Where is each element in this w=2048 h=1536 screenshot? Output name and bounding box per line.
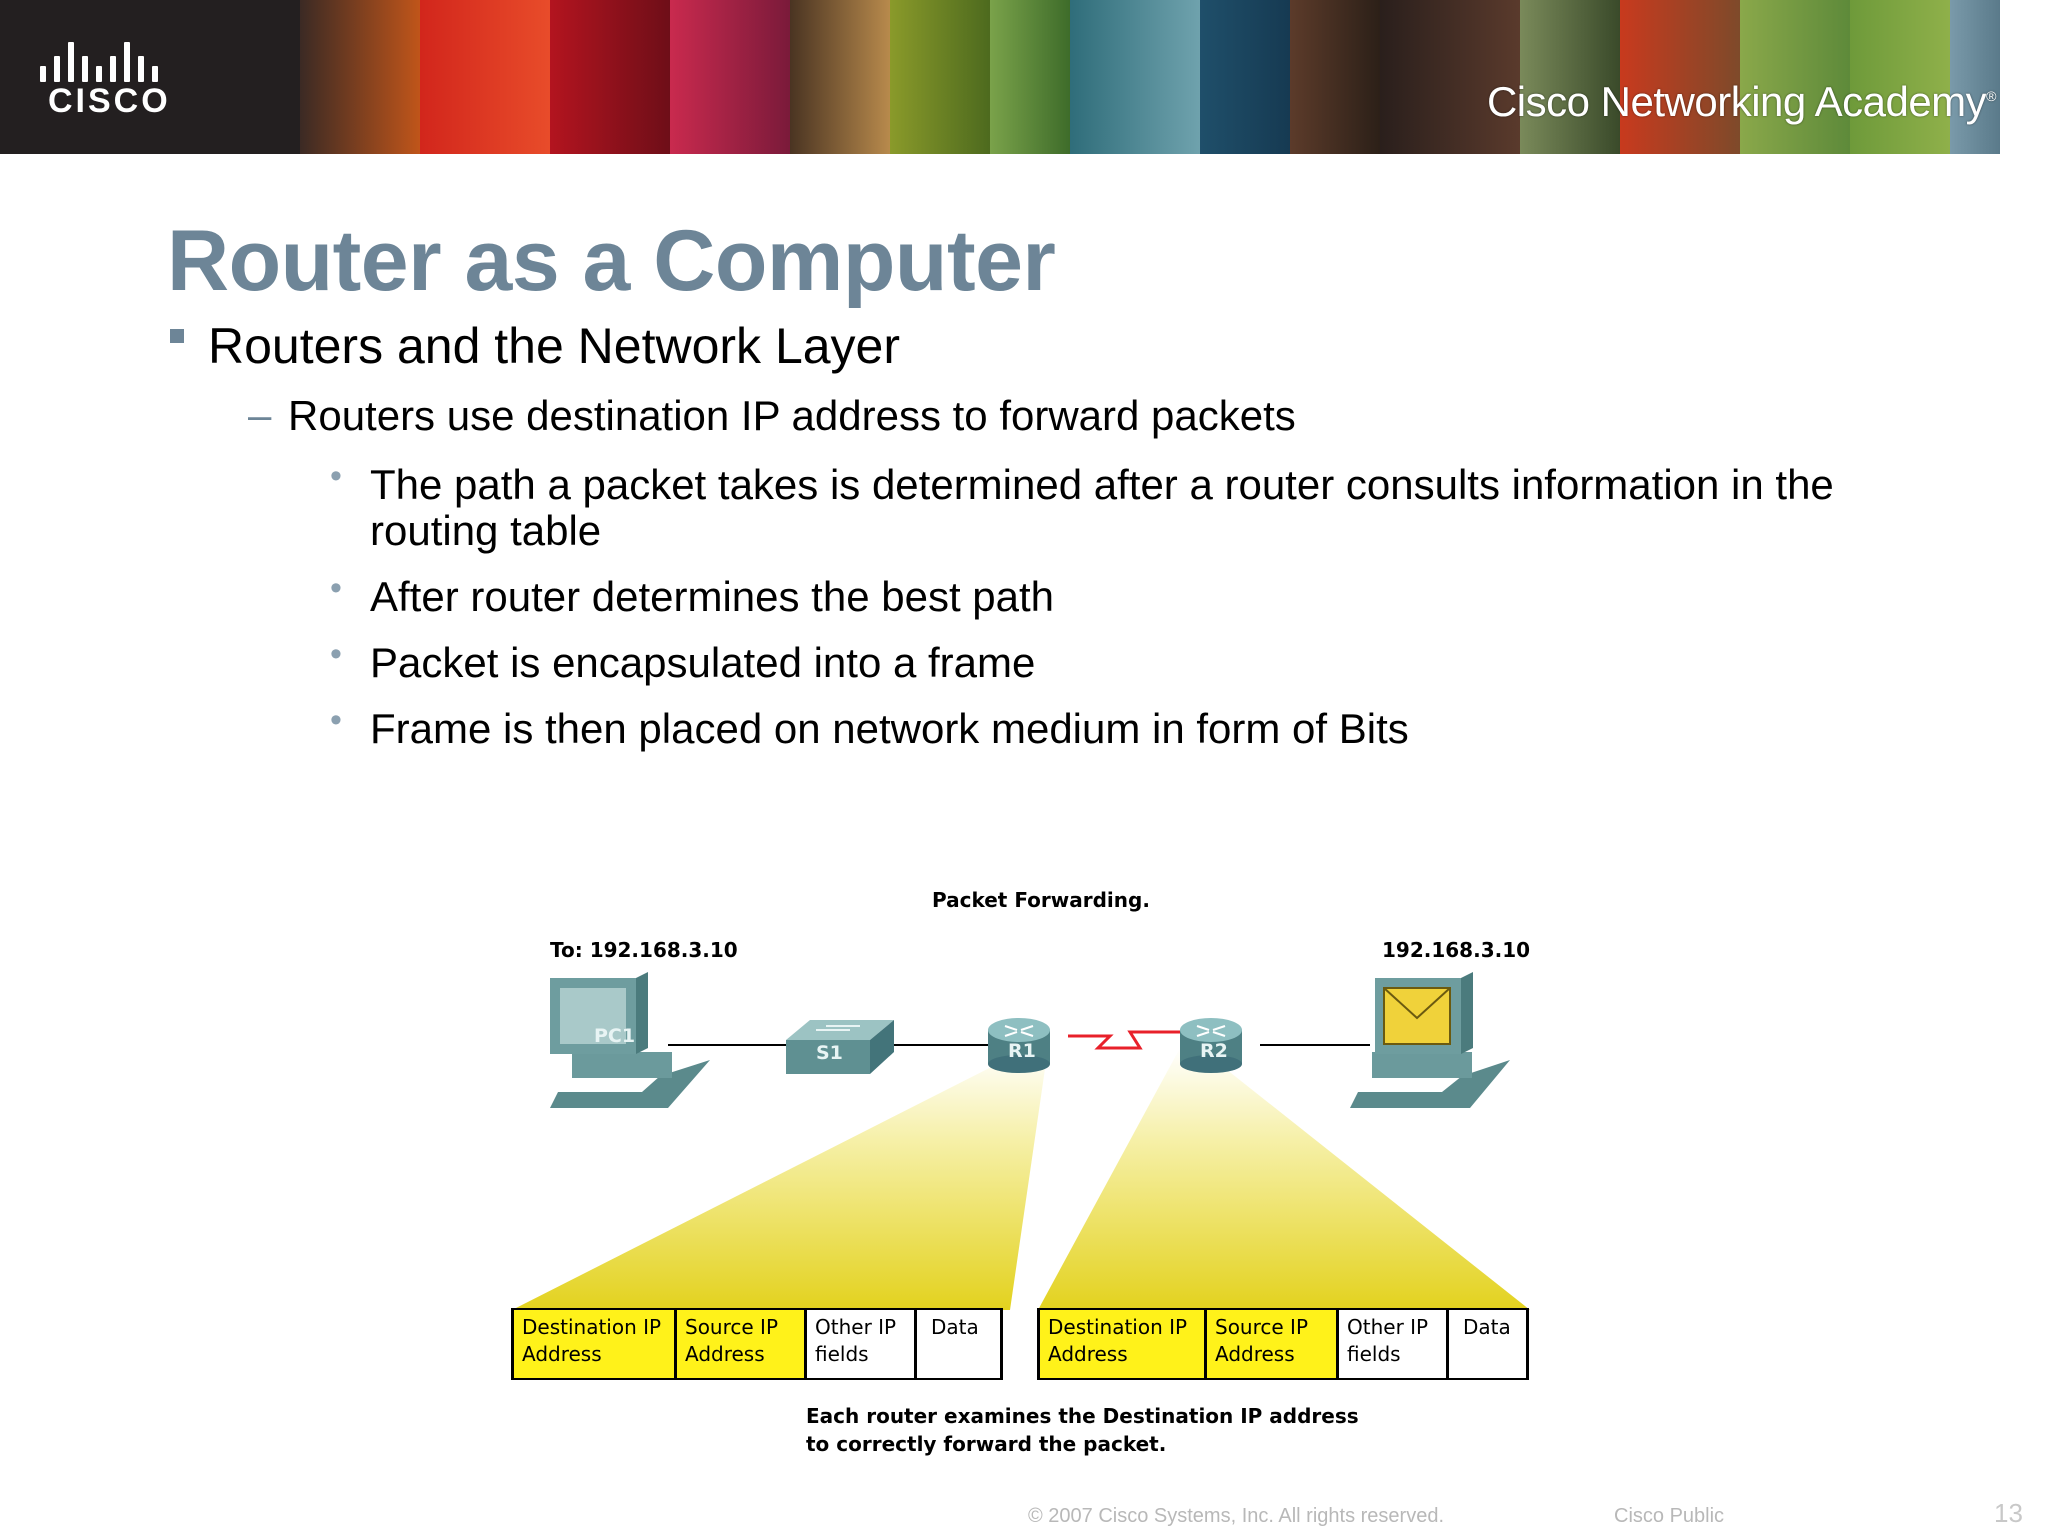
dot-bullet-icon: •	[330, 635, 342, 673]
copyright-text: © 2007 Cisco Systems, Inc. All rights re…	[1028, 1505, 1445, 1527]
wan-link	[1068, 1030, 1180, 1050]
packet-frame-left	[511, 1308, 1003, 1380]
dot-bullet-icon: •	[330, 457, 342, 495]
bullet-text: Routers and the Network Layer	[208, 318, 901, 374]
point-text: After router determines the best path	[370, 573, 1055, 620]
dot-bullet-icon: •	[330, 569, 342, 607]
diagram-title: Packet Forwarding.	[932, 888, 1150, 912]
diagram-caption-line2: to correctly forward the packet.	[806, 1432, 1167, 1456]
r2-beam	[1038, 1048, 1530, 1310]
s1-label: S1	[816, 1042, 843, 1064]
destination-address-label: To: 192.168.3.10	[550, 938, 738, 962]
r2-icon	[1180, 1018, 1242, 1073]
destination-host-address: 192.168.3.10	[1382, 938, 1531, 962]
pc1-label: PC1	[594, 1025, 636, 1047]
classification-label: Cisco Public	[1614, 1505, 1725, 1527]
page-number: 13	[1994, 1498, 2023, 1528]
sub-bullet-text: Routers use destination IP address to fo…	[288, 392, 1296, 439]
r1-beam	[512, 1048, 1048, 1310]
cisco-logo: CISCO	[36, 36, 186, 126]
cisco-wordmark: CISCO	[48, 82, 171, 120]
pc1-icon	[550, 972, 710, 1108]
point-text: Packet is encapsulated into a frame	[370, 639, 1036, 686]
packet-forwarding-diagram: Packet Forwarding. To: 192.168.3.10 192.…	[490, 880, 1560, 1460]
diagram-graphics	[512, 972, 1530, 1310]
field-data-left: Data	[914, 1310, 1000, 1378]
point-text: The path a packet takes is determined af…	[370, 461, 1834, 555]
point-text: Frame is then placed on network medium i…	[370, 705, 1409, 752]
packet-frame-right	[1037, 1308, 1529, 1380]
slide-title: Router as a Computer	[167, 213, 1056, 309]
r1-icon	[988, 1018, 1050, 1073]
r1-label: R1	[1008, 1040, 1036, 1062]
destination-pc-icon	[1350, 972, 1510, 1108]
academy-label: Cisco Networking Academy®	[1486, 78, 1997, 125]
dot-bullet-icon: •	[330, 701, 342, 739]
r2-label: R2	[1200, 1040, 1228, 1062]
dash-bullet-icon: –	[248, 391, 272, 438]
header-banner: CISCO Cisco Networking Academy®	[0, 0, 2048, 154]
square-bullet-icon	[170, 329, 184, 343]
diagram-caption-line1: Each router examines the Destination IP …	[806, 1404, 1359, 1428]
field-data-right: Data	[1446, 1310, 1526, 1378]
s1-icon	[786, 1020, 894, 1074]
